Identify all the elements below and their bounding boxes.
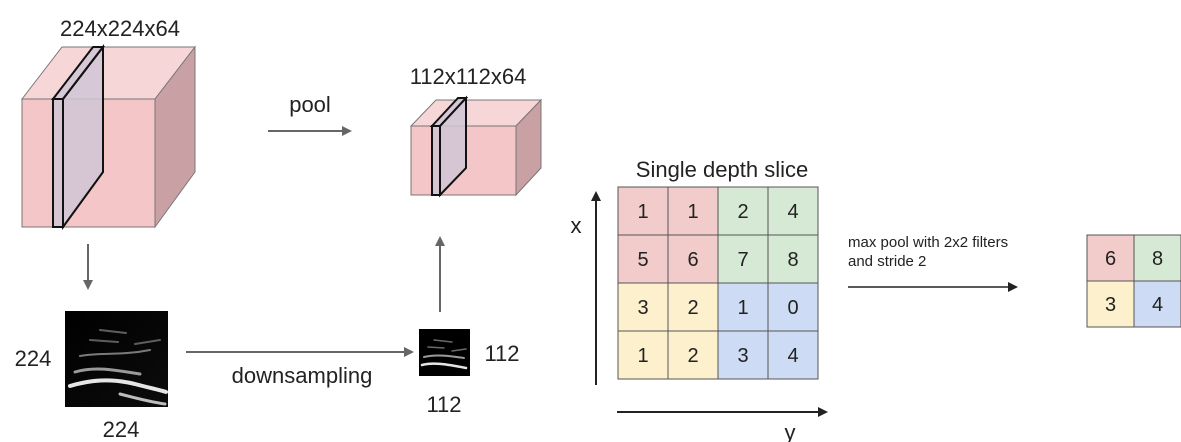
slice-cell-1-1	[667, 234, 719, 284]
slice-value-3-3: 4	[787, 345, 798, 367]
slice-value-1-3: 8	[787, 249, 798, 271]
input-volume-dims: 224x224x64	[60, 16, 180, 41]
output-cell-0-0	[1086, 234, 1135, 282]
input-image	[65, 311, 168, 407]
input-image-width-label: 224	[103, 417, 140, 442]
slice-y-axis-label: y	[785, 420, 796, 442]
slice-value-2-2: 1	[737, 297, 748, 319]
pooled-image-height-label: 112	[484, 341, 519, 366]
slice-value-2-0: 3	[637, 297, 648, 319]
slice-cell-0-1	[667, 186, 719, 236]
input-volume	[20, 44, 197, 231]
output-value-1-0: 3	[1105, 294, 1116, 316]
slice-value-2-3: 0	[787, 297, 798, 319]
pooled-image-width-label: 112	[426, 392, 461, 417]
slice-title: Single depth slice	[636, 157, 808, 182]
slice-cell-2-0	[617, 282, 669, 332]
slice-value-1-1: 6	[687, 249, 698, 271]
pooled-image	[419, 329, 470, 376]
slice-cell-0-3	[767, 186, 819, 236]
slice-cell-3-1	[667, 330, 719, 380]
output-cell-1-0	[1086, 280, 1135, 328]
pooled-volume	[409, 95, 543, 198]
slice-grid: 1 1 2 4 5 6 7 8 3 2 1 0 1 2 3 4	[617, 186, 819, 380]
output-value-0-1: 8	[1152, 248, 1163, 270]
slice-cell-3-3	[767, 330, 819, 380]
slice-value-3-1: 2	[687, 345, 698, 367]
slice-x-axis-label: x	[571, 213, 582, 238]
output-cell-0-1	[1133, 234, 1181, 282]
slice-cell-2-1	[667, 282, 719, 332]
slice-value-3-2: 3	[737, 345, 748, 367]
slice-value-0-3: 4	[787, 201, 798, 223]
slice-value-0-2: 2	[737, 201, 748, 223]
pooled-volume-depth-slice	[429, 95, 469, 198]
input-volume-depth-slice	[50, 44, 106, 231]
slice-value-1-2: 7	[737, 249, 748, 271]
slice-cell-2-2	[717, 282, 769, 332]
output-grid: 6 8 3 4	[1086, 234, 1181, 328]
slice-value-1-0: 5	[637, 249, 648, 271]
slice-value-2-1: 2	[687, 297, 698, 319]
pooled-volume-dims: 112x112x64	[410, 64, 527, 89]
operation-label-line1: max pool with 2x2 filters	[848, 234, 1008, 251]
operation-label-line2: and stride 2	[848, 253, 926, 270]
downsampling-label: downsampling	[232, 363, 373, 388]
output-value-1-1: 4	[1152, 294, 1163, 316]
slice-cell-2-3	[767, 282, 819, 332]
pool-label: pool	[289, 92, 331, 117]
slice-value-0-0: 1	[637, 201, 648, 223]
output-cell-1-1	[1133, 280, 1181, 328]
slice-value-0-1: 1	[687, 201, 698, 223]
slice-cell-1-3	[767, 234, 819, 284]
output-value-0-0: 6	[1105, 248, 1116, 270]
input-image-height-label: 224	[15, 346, 52, 371]
slice-cell-3-0	[617, 330, 669, 380]
slice-cell-3-2	[717, 330, 769, 380]
slice-value-3-0: 1	[637, 345, 648, 367]
